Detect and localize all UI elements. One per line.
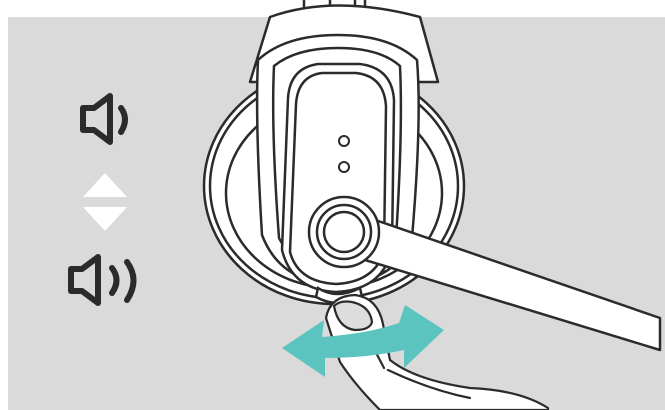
volume-up-down-triangles-icon	[83, 173, 127, 231]
rotate-left-right-arrow-icon	[282, 305, 444, 377]
status-leds	[338, 135, 350, 173]
finger-icon	[324, 293, 550, 410]
microphone-boom	[307, 195, 662, 352]
volume-low-icon	[80, 93, 128, 145]
volume-high-icon	[68, 254, 137, 306]
